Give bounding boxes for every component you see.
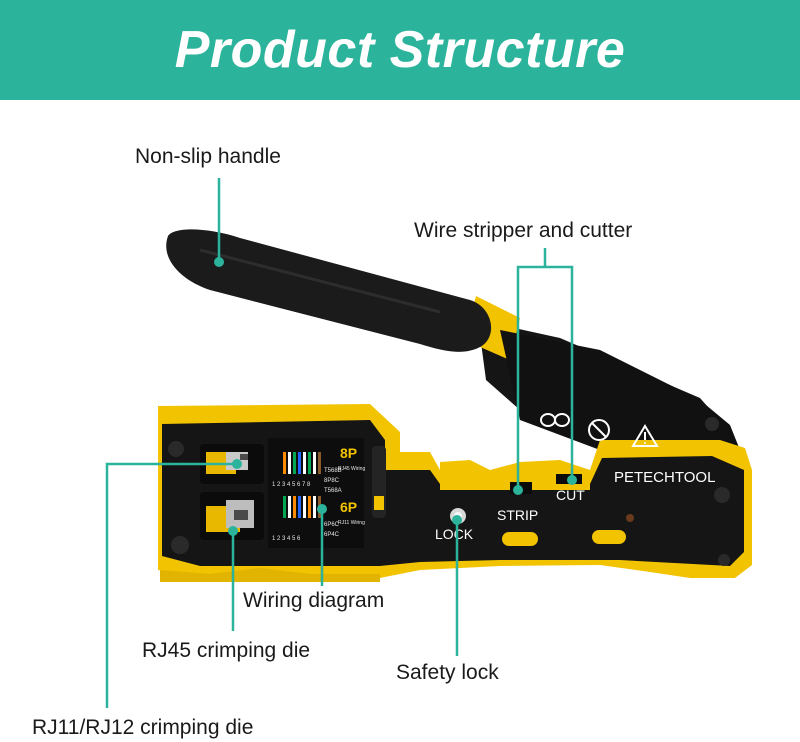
label-wire-stripper-cutter: Wire stripper and cutter [414,219,633,242]
wiring-diagram-panel: 1 2 3 4 5 6 7 8 1 2 3 4 5 6 8P 6P T568B … [268,438,386,548]
die-8p-label: 8P [340,445,357,461]
rj45-wiring-text: RJ45 Wiring [338,466,365,472]
strip-label: STRIP [497,507,538,523]
label-rj45-crimping-die: RJ45 crimping die [142,639,311,662]
goggles-icon [540,413,570,427]
p6c-label: 6P6C [324,522,340,528]
rj11-wiring-text: RJ11 Wiring [338,520,365,526]
p4c-label: 6P4C [324,532,340,538]
leader-lines [105,178,574,708]
brand-label: PETECHTOOL [614,469,715,486]
handle-lever [166,229,740,450]
t568b-label: T568B [324,468,342,474]
no-pacemaker-icon [588,419,610,441]
cut-label: CUT [556,487,585,503]
leader-rj11 [105,462,237,708]
non-slip-handle-grip [166,229,492,352]
label-rj11-rj12-crimping-die: RJ11/RJ12 crimping die [32,716,254,739]
label-safety-lock: Safety lock [396,661,499,684]
die-6p-label: 6P [340,499,357,515]
pin-numbers-6: 1 2 3 4 5 6 [272,536,301,542]
warning-icon [631,424,659,447]
lock-label: LOCK [435,526,474,542]
label-non-slip-handle: Non-slip handle [135,145,281,168]
page-title: Product Structure [174,21,626,79]
rj45-crimping-die [200,492,264,540]
header-banner: Product Structure [0,0,800,100]
pin-numbers-8: 1 2 3 4 5 6 7 8 [272,482,311,488]
p8c-label: 8P8C [324,478,340,484]
t568a-label: T568A [324,488,342,494]
label-wiring-diagram: Wiring diagram [243,589,385,612]
